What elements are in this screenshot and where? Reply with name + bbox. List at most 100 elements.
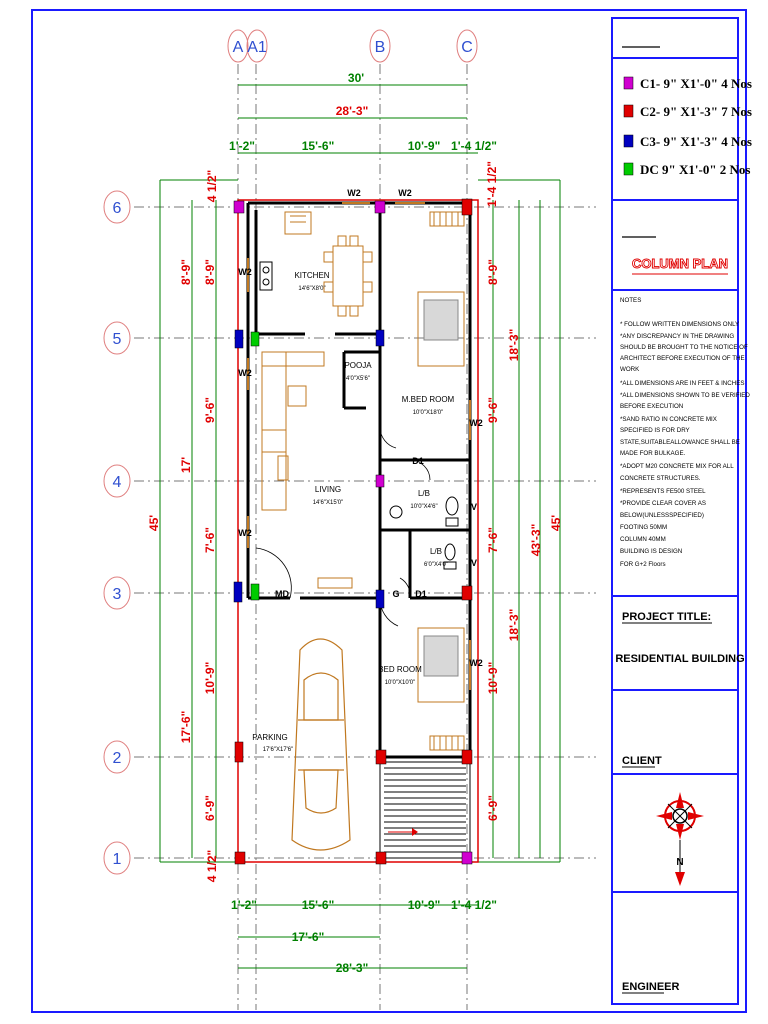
dim-left-red-6-5: 8'-9" [179,259,193,285]
svg-text:3: 3 [113,586,122,603]
legend-c3: C3- 9" X1'-3" 4 Nos [623,134,752,149]
svg-text:A1: A1 [247,39,267,56]
column-c3 [234,329,244,349]
note-line: BEFORE EXECUTION [620,403,683,410]
drawing-title: COLUMN PLAN [632,256,728,271]
room-pooja-size: 4'0"X5'6" [346,376,370,382]
svg-text:6: 6 [113,200,122,217]
opening-w2-bed: W2 [469,658,483,668]
grid-bubble-row-5: 5 [103,321,131,355]
opening-v2: V [471,558,477,568]
note-line: BUILDING IS DESIGN [620,548,682,555]
opening-d1-1: D1 [412,456,424,466]
dim-right-bay-4-3: 7'-6" [486,527,500,553]
dim-top-inner: 28'-3" [336,104,369,118]
project-title-label: PROJECT TITLE: [622,611,711,623]
opening-w2-top-2: W2 [398,188,412,198]
stove-icon [259,261,273,291]
svg-text:C1- 9" X1'-0" 4 Nos: C1- 9" X1'-0" 4 Nos [640,76,752,91]
dim-right-bay-5-4: 9'-6" [486,397,500,423]
dim-left-end-top: 4 1/2" [205,170,219,202]
svg-text:B: B [375,39,386,56]
room-lb2-size: 6'0"X4'0" [424,562,448,568]
dim-top-bay-2: 10'-9" [408,139,441,153]
outer-border [31,9,747,1013]
svg-text:5: 5 [113,331,122,348]
north-label: N [676,857,683,868]
room-lb1-name: L/B [418,489,430,498]
note-line: COLUMN 40MM [620,536,666,543]
grid-bubble-a: A [227,29,249,63]
legend-c1: C1- 9" X1'-0" 4 Nos [623,76,752,91]
plot-boundary [237,199,479,863]
svg-text:A: A [233,39,244,56]
dim-top-left-end: 1'-2" [229,139,255,153]
grid-bubble-b: B [369,29,391,63]
note-line: ARCHITECT BEFORE EXECUTION OF THE [620,355,745,362]
column-c3 [375,589,385,609]
room-bed-name: BED ROOM [378,665,422,674]
dim-bottom-bay-1: 15'-6" [302,898,335,912]
bottom-dimensions [238,904,478,969]
opening-w2-top-1: W2 [347,188,361,198]
north-arrow-icon [656,792,704,886]
dim-left-end-bottom: 4 1/2" [205,850,219,882]
column-c2 [234,741,244,763]
dim-bottom-right-end: 1'-4 1/2" [451,898,497,912]
dim-top-overall: 30' [348,71,364,85]
client-label: CLIENT [622,755,662,767]
grid-bubble-a1: A1 [246,29,268,63]
dim-bottom-inner: 17'-6" [292,930,325,944]
room-lb2-name: L/B [430,547,442,556]
column-c1 [375,474,385,488]
windows [247,202,471,690]
dim-right-bay-2-1: 6'-9" [486,795,500,821]
note-line: *ALL DIMENSIONS ARE IN FEET & INCHES [620,380,744,387]
room-master-bed-name: M.BED ROOM [402,395,455,404]
note-line: SHOULD BE BROUGHT TO THE NOTICE OF [620,344,748,351]
legend-c2: C2- 9" X1'-3" 7 Nos [623,104,752,119]
opening-v1: V [471,502,477,512]
dim-right-bay-3-2: 10'-9" [486,662,500,695]
svg-text:DC 9" X1'-0" 2 Nos: DC 9" X1'-0" 2 Nos [640,162,751,177]
opening-w2-living-1: W2 [238,368,252,378]
title-block [611,17,739,1005]
dim-right-overall: 45' [549,515,563,531]
dim-right-inner: 43'-3" [529,524,543,557]
opening-d1-2: D1 [415,589,427,599]
note-line: CONCRETE STRUCTURES. [620,475,701,482]
note-line: SPECIFIED IS FOR DRY [620,427,690,434]
dim-left-upper: 17' [179,457,193,473]
opening-w2-living-2: W2 [238,528,252,538]
dim-left-bay-5-4: 9'-6" [203,397,217,423]
note-line: *ADOPT M20 CONCRETE MIX FOR ALL [620,463,734,470]
dim-right-bay-6-5: 8'-9" [486,259,500,285]
svg-text:2: 2 [113,750,122,767]
note-line: *ALL DIMENSIONS SHOWN TO BE VERIFIED [620,392,750,399]
right-dimensions [478,179,561,863]
grid-bubble-row-4: 4 [103,464,131,498]
grid-bubble-row-3: 3 [103,576,131,610]
column-c2 [375,749,387,765]
opening-w2-kitchen: W2 [238,267,252,277]
dim-left-bay-6-5: 8'-9" [203,259,217,285]
room-lb1-size: 10'0"X4'6" [410,504,437,510]
column-dc [250,583,260,601]
furniture [261,211,465,751]
engineer-label: ENGINEER [622,981,680,993]
room-living-size: 14'6"X15'0" [313,500,344,506]
top-dimensions [238,84,478,154]
note-line: MADE FOR BULKAGE. [620,450,686,457]
room-pooja-name: POOJA [344,361,372,370]
note-line: *PROVIDE CLEAR COVER AS [620,500,706,507]
note-line: *REPRESENTS FE500 STEEL [620,488,706,495]
column-c1 [374,200,386,214]
column-c1 [233,200,245,214]
car-icon [291,638,351,851]
dim-right-upper: 18'-3" [507,329,521,362]
note-line: BELOW(UNLESSSPECIFIED) [620,512,704,519]
column-dc [250,331,260,347]
room-master-bed-size: 10'0"X18'0" [413,410,444,416]
dim-left-bay-4-3: 7'-6" [203,527,217,553]
